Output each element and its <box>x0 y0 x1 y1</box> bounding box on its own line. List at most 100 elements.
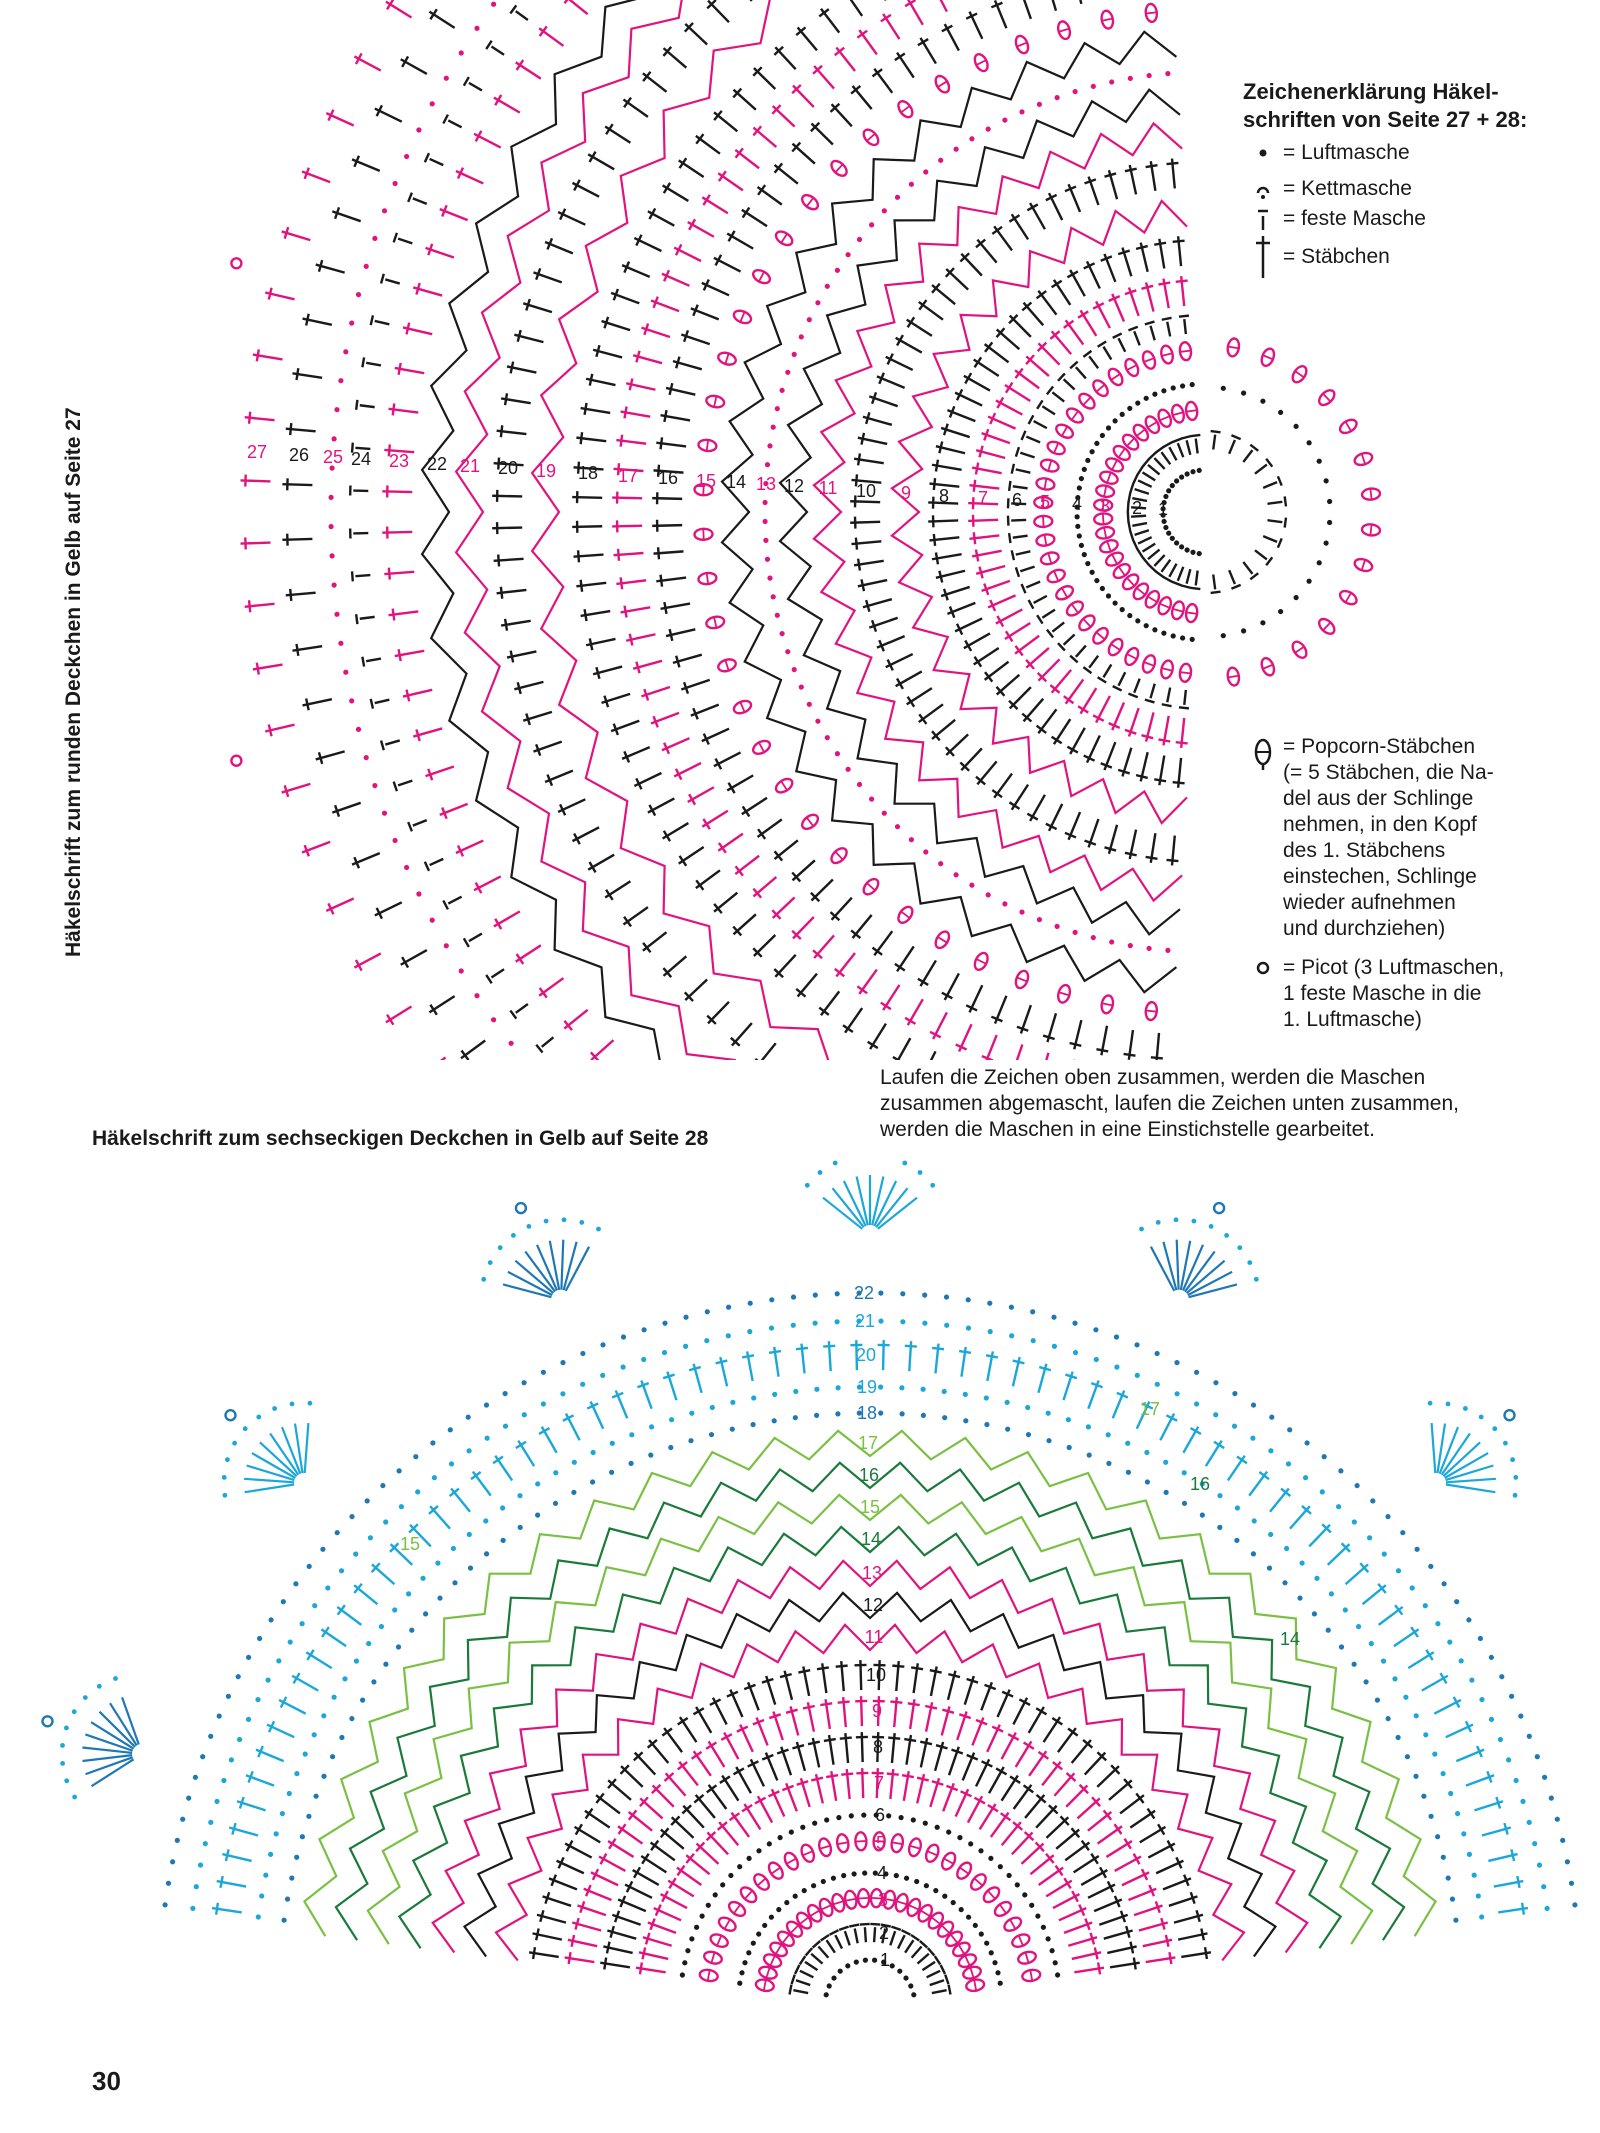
dc-stitch <box>1084 818 1100 848</box>
dc-stitch <box>556 1856 585 1875</box>
dc-stitch <box>1083 260 1101 289</box>
dc-stitch <box>302 697 333 711</box>
dc-stitch <box>533 267 563 284</box>
round-label: 6 <box>875 1805 885 1825</box>
dc-stitch <box>1128 1884 1157 1902</box>
dot-stitch <box>1072 929 1078 936</box>
dot-stitch <box>415 1489 421 1495</box>
dot-stitch <box>1302 1475 1309 1481</box>
dc-stitch <box>557 208 586 226</box>
legend-item-luftmasche: = Luftmasche <box>1243 140 1553 166</box>
dot-stitch <box>978 1931 984 1937</box>
feste-masche-icon <box>1243 206 1283 232</box>
dot-stitch <box>767 575 773 581</box>
fan-chain-dot <box>1139 1226 1144 1232</box>
dot-stitch <box>770 424 776 430</box>
dc-stitch <box>1107 1941 1137 1955</box>
sc-stitch <box>1045 385 1065 403</box>
dot-stitch <box>768 1914 775 1920</box>
fan-stitch <box>1179 1240 1192 1291</box>
sc-stitch <box>910 1940 929 1959</box>
legend-label: = feste Masche <box>1283 207 1426 230</box>
dc-stitch <box>825 1771 839 1801</box>
sc-stitch <box>848 1923 860 1944</box>
round-label: 21 <box>460 456 480 476</box>
dot-stitch <box>1163 1489 1169 1495</box>
dot-stitch <box>792 1893 798 1899</box>
dc-stitch <box>855 1696 868 1727</box>
dot-stitch <box>1323 478 1329 484</box>
dc-stitch <box>732 913 757 937</box>
dc-stitch <box>492 522 523 535</box>
dc-stitch <box>877 1340 890 1371</box>
hex-chart-title: Häkelschrift zum sechseckigen Deckchen i… <box>92 1127 709 1150</box>
dot-stitch <box>466 1531 472 1538</box>
dc-stitch <box>929 533 960 547</box>
round-doily-chart: 1234567891011121314151617181920212223242… <box>230 0 1382 1060</box>
dc-stitch <box>653 547 684 560</box>
dot-stitch <box>862 1870 868 1876</box>
dc-stitch <box>719 1774 740 1802</box>
dot-stitch <box>349 698 355 704</box>
dc-stitch <box>1049 330 1073 355</box>
dot-stitch <box>429 101 435 107</box>
dc-stitch <box>823 1734 836 1765</box>
dc-stitch <box>795 26 818 52</box>
dc-stitch <box>983 341 1010 364</box>
dc-stitch <box>917 37 937 65</box>
round-label: 10 <box>866 1665 886 1685</box>
dc-stitch <box>1037 1864 1064 1886</box>
dc-stitch <box>947 1746 964 1776</box>
fan-stitch <box>85 1733 133 1752</box>
dc-stitch <box>1145 1952 1176 1965</box>
dot-stitch <box>922 1820 928 1826</box>
dc-stitch <box>963 632 991 652</box>
dc-stitch <box>592 344 623 359</box>
dot-stitch <box>746 1855 752 1862</box>
dot-stitch <box>560 1360 566 1366</box>
dc-stitch <box>533 740 563 757</box>
dot-stitch <box>200 1754 206 1760</box>
dot-stitch <box>1105 593 1112 599</box>
dot-stitch <box>1488 1716 1495 1723</box>
fan-chain-dot <box>596 1226 601 1232</box>
fan-chain-dot <box>561 1217 567 1223</box>
dc-stitch <box>857 578 888 592</box>
dot-stitch <box>1283 1545 1290 1552</box>
pop-stitch <box>751 269 772 285</box>
dot-stitch <box>1220 385 1226 391</box>
dc-stitch <box>1162 1874 1192 1891</box>
dot-stitch <box>1526 1733 1532 1739</box>
sc-stitch <box>1007 532 1028 544</box>
dc-stitch <box>955 1023 973 1053</box>
dot-stitch <box>1445 1875 1451 1881</box>
sc-stitch <box>1057 372 1076 391</box>
dot-stitch <box>1099 585 1106 592</box>
dc-stitch <box>493 910 521 930</box>
dc-stitch <box>869 0 887 1</box>
dot-stitch <box>334 1530 340 1536</box>
fan-chain-dot <box>1191 1218 1197 1224</box>
dot-stitch <box>1314 1575 1320 1581</box>
dot-stitch <box>1421 1793 1427 1799</box>
sc-stitch <box>1162 563 1178 583</box>
round-row-11 <box>812 121 1183 903</box>
dc-stitch <box>1035 1804 1059 1829</box>
sc-stitch <box>1129 483 1150 495</box>
dot-stitch <box>845 766 851 772</box>
dc-stitch <box>1455 1745 1485 1763</box>
sc-stitch <box>1147 554 1166 573</box>
dot-stitch <box>1076 485 1082 491</box>
dot-stitch <box>1199 1481 1205 1487</box>
pop-stitch <box>1353 557 1374 573</box>
round-label: 5 <box>876 1833 886 1853</box>
fan-stitch <box>121 1697 140 1745</box>
dot-stitch <box>1381 1551 1387 1557</box>
dot-stitch <box>431 1475 437 1481</box>
dc-stitch <box>829 896 853 922</box>
dc-stitch <box>1045 192 1064 221</box>
pop-stitch <box>934 930 951 950</box>
dot-stitch <box>1413 1713 1419 1719</box>
pop-stitch <box>800 813 820 831</box>
dc-stitch <box>1204 1440 1225 1467</box>
